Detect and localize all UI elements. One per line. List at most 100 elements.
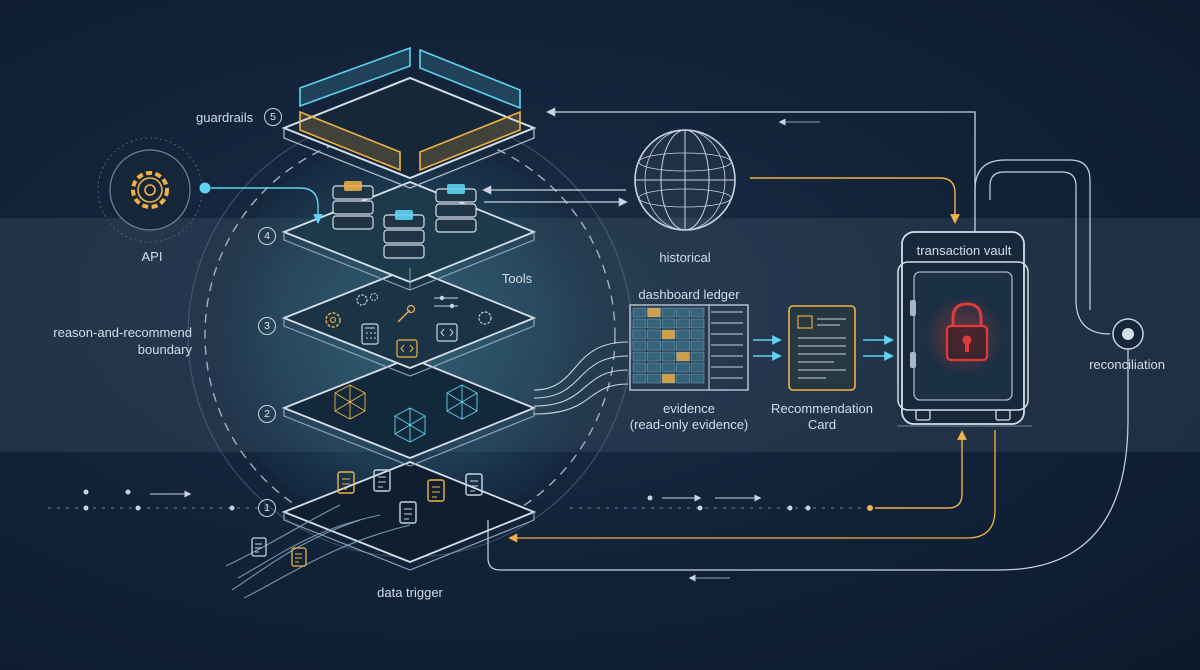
padlock-icon — [945, 302, 989, 362]
server-stack-icon — [332, 181, 374, 230]
dashboard-ledger-label: dashboard ledger — [638, 287, 740, 302]
boundary-label-line2: boundary — [137, 342, 192, 357]
neural-network-icon — [334, 384, 366, 420]
ledger-cell — [676, 329, 690, 340]
layer-1-badge: 1 — [258, 499, 276, 517]
ledger-cell — [661, 362, 676, 373]
ledger-cell — [690, 351, 705, 362]
neural-network-icon — [446, 384, 478, 420]
document-icon — [465, 473, 483, 496]
document-icon — [427, 479, 445, 502]
reconciliation-label: reconciliation — [1089, 357, 1165, 372]
gear-icon — [478, 311, 492, 325]
ledger-cell — [690, 307, 705, 318]
ledger-cell — [690, 373, 705, 384]
data-trigger-label: data trigger — [377, 585, 443, 600]
wrench-icon — [397, 304, 416, 323]
ledger-cell — [676, 351, 690, 362]
ledger-cell — [661, 373, 676, 384]
left-input-line — [48, 489, 270, 511]
document-icon — [251, 537, 267, 557]
ledger-cell — [632, 318, 647, 329]
ledger-cell — [632, 373, 647, 384]
ledger-cell — [647, 340, 661, 351]
api-to-servers-arrow — [211, 187, 323, 224]
boundary-label-line1: reason-and-recommend — [53, 325, 192, 340]
ledger-cell — [632, 362, 647, 373]
ledger-frame — [629, 304, 749, 391]
reconciliation-loop-inner — [508, 430, 996, 543]
ledger-cell — [632, 340, 647, 351]
neural-network-icon — [394, 407, 426, 443]
server-stack-icon — [383, 210, 425, 259]
incoming-documents — [225, 504, 411, 599]
reconciliation-node — [1112, 318, 1144, 350]
ledger-cell — [690, 340, 705, 351]
historical-label: historical — [659, 250, 711, 265]
evidence-sub-label: (read-only evidence) — [629, 417, 749, 432]
reconciliation-feedback-top — [546, 107, 976, 270]
globe-to-vault-arrow — [750, 177, 960, 224]
document-icon — [373, 469, 391, 492]
layer-5-guardrails — [281, 46, 537, 189]
code-window-icon — [396, 339, 418, 358]
ledger-cell — [676, 362, 690, 373]
ledger-cell — [661, 351, 676, 362]
reconciliation-loop-bottom — [487, 349, 1129, 571]
ledger-cell — [661, 307, 676, 318]
api-label: API — [141, 249, 163, 264]
ledger-cell — [632, 307, 647, 318]
tools-label: Tools — [501, 271, 533, 286]
ledger-cell — [647, 307, 661, 318]
ledger-cell — [676, 373, 690, 384]
ledger-cell — [647, 329, 661, 340]
layer-3-tools — [281, 267, 537, 377]
ledger-cell — [676, 340, 690, 351]
layer-1-data-trigger — [281, 461, 537, 571]
document-icon — [399, 501, 417, 524]
gear-icon — [131, 171, 169, 209]
ledger-cell — [647, 318, 661, 329]
sliders-icon — [434, 295, 458, 309]
calculator-icon — [361, 323, 379, 345]
recommendation-label-line1: Recommendation — [771, 401, 873, 416]
evidence-flow-lines — [533, 341, 629, 415]
ledger-cell — [676, 307, 690, 318]
ledger-cell — [661, 340, 676, 351]
ledger-cell — [632, 329, 647, 340]
transaction-vault-label: transaction vault — [916, 243, 1012, 258]
document-icon — [337, 471, 355, 494]
code-window-icon — [436, 323, 458, 342]
layer-3-badge: 3 — [258, 317, 276, 335]
evidence-label: evidence — [662, 401, 716, 416]
dashboard-ledger-table — [629, 304, 749, 391]
layer-2-neural — [281, 357, 537, 467]
api-port-dot — [199, 182, 211, 194]
guardrails-label: guardrails — [196, 110, 254, 125]
trigger-to-vault-line — [570, 430, 967, 511]
recommendation-card — [788, 305, 856, 391]
ledger-cell — [690, 329, 705, 340]
ledger-cell — [661, 318, 676, 329]
outer-loop-top — [989, 171, 1111, 335]
ledger-cell — [647, 362, 661, 373]
recommendation-label-line2: Card — [807, 417, 837, 432]
ledger-cell — [676, 318, 690, 329]
ledger-cell — [632, 351, 647, 362]
ledger-cell — [647, 373, 661, 384]
layer-4-badge: 4 — [258, 227, 276, 245]
layer-2-badge: 2 — [258, 405, 276, 423]
ledger-cell — [690, 318, 705, 329]
ledger-cell — [661, 329, 676, 340]
server-stack-icon — [435, 184, 477, 233]
ledger-cell — [690, 362, 705, 373]
ledger-cell — [647, 351, 661, 362]
layer-5-badge: 5 — [264, 108, 282, 126]
outer-loop-top-2 — [974, 159, 1091, 310]
globe-icon — [634, 129, 736, 231]
gear-icon — [356, 293, 378, 306]
layer-4-servers — [281, 181, 537, 291]
api-node — [97, 137, 203, 243]
transaction-vault — [897, 231, 1032, 427]
